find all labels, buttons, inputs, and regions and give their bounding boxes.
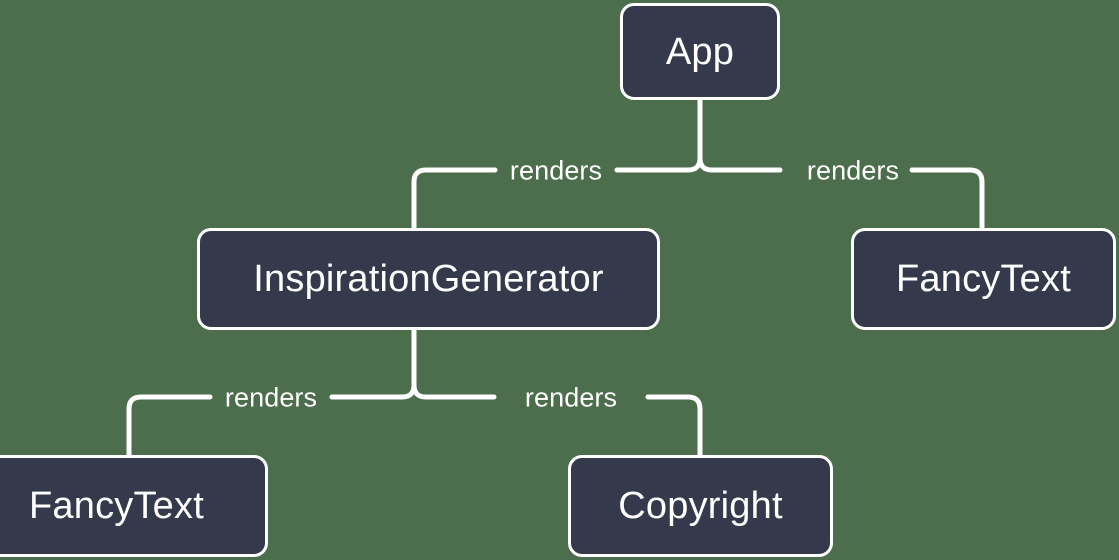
edge-label-app-to-inspiration: renders xyxy=(509,155,603,186)
edge-app-to-inspiration-left xyxy=(614,155,703,173)
node-app[interactable]: App xyxy=(620,3,780,100)
node-copyright[interactable]: Copyright xyxy=(568,455,833,557)
edge-app-to-inspiration-right xyxy=(411,167,498,231)
node-fancy-text-right-label: FancyText xyxy=(896,258,1071,300)
edge-label-inspiration-to-fancytext: renders xyxy=(224,382,318,413)
edge-inspiration-to-fancytext-left xyxy=(329,382,417,400)
node-inspiration-generator-label: InspirationGenerator xyxy=(253,258,604,300)
edge-label-app-to-fancytext: renders xyxy=(806,155,900,186)
node-copyright-label: Copyright xyxy=(618,485,783,527)
edge-inspiration-to-copyright-right xyxy=(645,394,703,458)
edge-app-to-fancytext-right xyxy=(909,167,985,231)
node-inspiration-generator[interactable]: InspirationGenerator xyxy=(197,228,660,330)
edge-inspiration-to-copyright-left xyxy=(411,382,497,400)
node-fancy-text-bottom-left[interactable]: FancyText xyxy=(0,455,268,557)
node-fancy-text-right[interactable]: FancyText xyxy=(851,228,1116,330)
node-app-label: App xyxy=(665,30,735,73)
node-fancy-text-bottom-left-label: FancyText xyxy=(29,485,204,527)
edge-inspiration-to-fancytext-right xyxy=(126,394,213,458)
edge-label-inspiration-to-copyright: renders xyxy=(524,382,618,413)
edge-app-to-fancytext-left xyxy=(697,155,783,173)
